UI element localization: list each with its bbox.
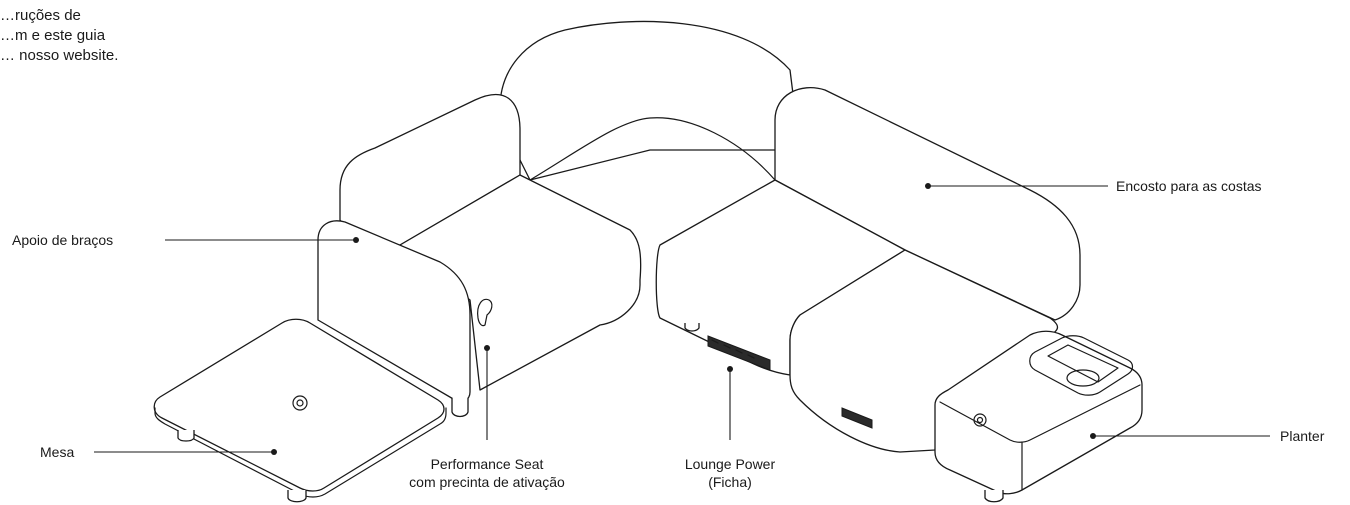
side-table-top — [153, 318, 445, 492]
label-seat-line1: Performance Seat — [430, 456, 544, 472]
label-planter: Planter — [1280, 428, 1325, 444]
label-seat-line2: com precinta de ativação — [409, 474, 565, 490]
label-armrest: Apoio de braços — [12, 232, 114, 248]
planter-opening — [1029, 335, 1134, 396]
label-table: Mesa — [40, 444, 75, 460]
right-end-seat — [789, 249, 1059, 453]
activation-strap — [477, 298, 493, 327]
planter-cable-hole — [973, 413, 987, 427]
corner-backrest — [499, 20, 801, 181]
lounge-power-box — [707, 335, 771, 371]
label-power-line1: Lounge Power — [684, 456, 776, 472]
intro-text: …ruções de …m e este guia … nosso websit… — [0, 7, 119, 64]
label-lounge-power: Lounge Power (Ficha) — [660, 455, 800, 491]
planter-box — [934, 330, 1143, 495]
left-backrest — [339, 93, 521, 246]
label-performance-seat: Performance Seat com precinta de ativaçã… — [407, 455, 567, 491]
label-backrest: Encosto para as costas — [1116, 178, 1262, 194]
table-cable-hole — [292, 395, 308, 411]
left-seat — [399, 174, 642, 391]
right-backrest — [774, 87, 1081, 321]
label-power-line2: (Ficha) — [708, 474, 752, 490]
